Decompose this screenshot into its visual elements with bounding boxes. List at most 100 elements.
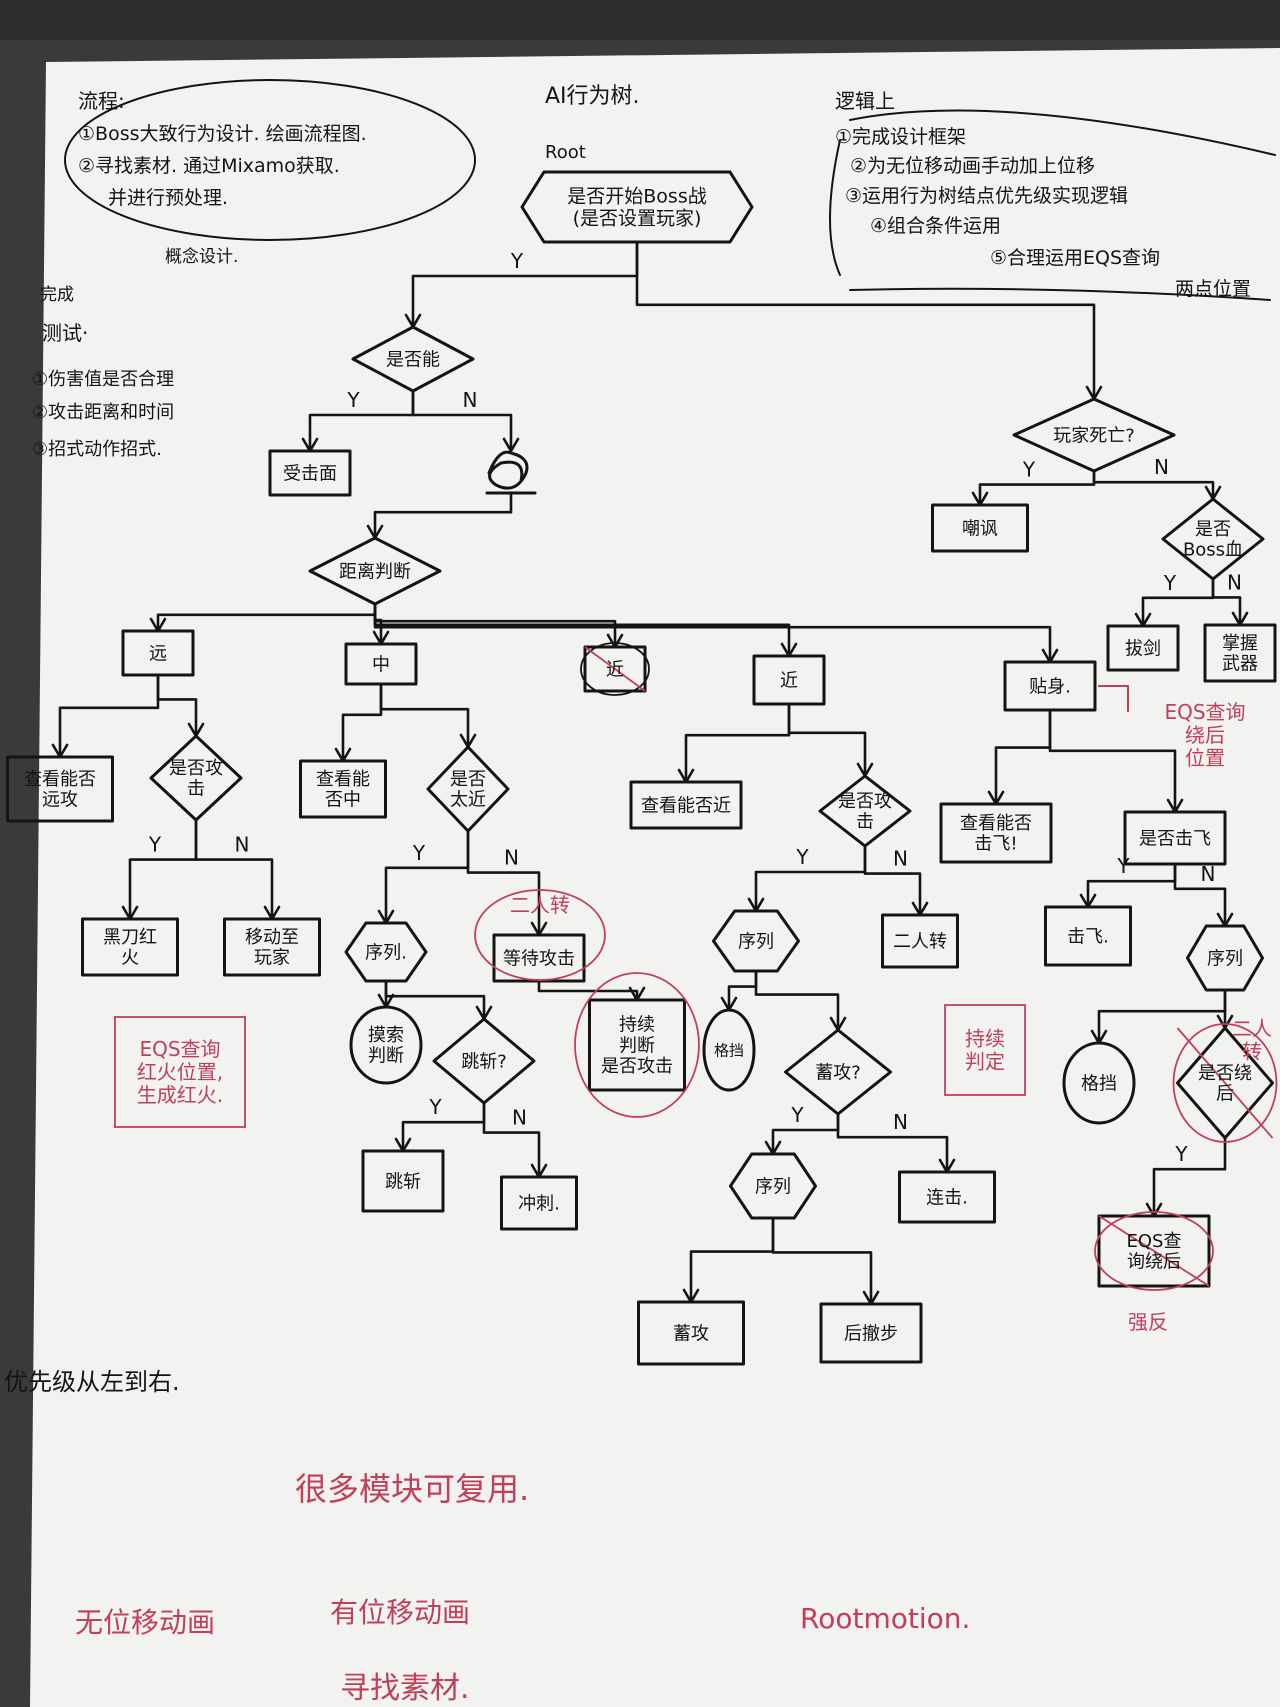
node-label: 二人 [1232, 1017, 1272, 1041]
node-dash: 冲刺. [500, 1175, 578, 1231]
node-label: EQS查询 [139, 1037, 220, 1061]
node-charge: 蓄攻? [784, 1028, 892, 1116]
scribble-mark [485, 450, 537, 495]
node-label: 等待攻击 [503, 948, 575, 969]
node-label: 掌握 [1222, 633, 1258, 654]
node-label: 嘲讽 [962, 518, 998, 539]
node-root: 是否开始Boss战(是否设置玩家) [520, 170, 754, 244]
test-item: ②攻击距离和时间 [32, 402, 174, 423]
logic-item: ①完成设计框架 [835, 126, 966, 148]
node-label: 判断 [368, 1046, 404, 1067]
box-shape [931, 503, 1029, 553]
node-label: 距离判断 [339, 561, 411, 582]
edge-label: Y [1116, 854, 1130, 878]
logic-item: ④组合条件运用 [870, 215, 1001, 237]
red-arrow [1098, 685, 1129, 712]
strike-circle [1094, 1211, 1214, 1291]
root-label: Root [545, 142, 586, 163]
node-label: 后撤步 [844, 1323, 898, 1344]
red-note-duo_note: 二人转 [474, 889, 606, 981]
box-shape [1097, 1214, 1211, 1288]
node-label: 贴身. [1029, 676, 1071, 697]
edge-label: Y [1022, 458, 1036, 482]
node-label: 近 [606, 659, 624, 680]
hex-shape [344, 921, 428, 983]
no-motion-note: 无位移动画 [75, 1606, 215, 1639]
edge-label: Y [148, 833, 162, 857]
node-nearatk: 是否攻击 [818, 774, 912, 848]
diamond-shape [351, 325, 475, 393]
node-label: EQS查 [1127, 1231, 1182, 1252]
node-jumpq: 跳斩? [432, 1017, 536, 1105]
done-note: 完成 [40, 285, 74, 305]
node-dist: 距离判断 [308, 536, 442, 606]
node-label: 查看能否 [960, 813, 1032, 834]
strike-line [1098, 1215, 1210, 1287]
node-label: 转 [1242, 1040, 1262, 1064]
circle-shape [349, 1005, 423, 1085]
box-shape [881, 913, 959, 969]
node-label: 远攻 [42, 790, 78, 811]
concept-note: 概念设计. [165, 246, 238, 267]
logic-item: ③运用行为树结点优先级实现逻辑 [845, 185, 1128, 207]
node-label: 是否攻 [169, 758, 223, 779]
node-label: 是否攻 [838, 791, 892, 812]
box-shape [121, 629, 195, 677]
edge-label: N [463, 388, 478, 412]
hex-shape [1186, 924, 1264, 992]
node-faratk: 是否攻击 [149, 734, 243, 822]
test-heading: 测试· [42, 321, 88, 345]
node-label: 绕后 [1185, 723, 1225, 747]
node-knockq: 是否击飞 [1123, 810, 1227, 866]
red-note-strong: 强反 [1128, 1310, 1168, 1334]
node-label: 拔剑 [1125, 638, 1161, 659]
notes-layer: AI行为树. Root 流程: ①Boss大致行为设计. 绘画流程图. ②寻找素… [4, 79, 1276, 1706]
node-label: 查看能否近 [641, 795, 731, 816]
node-label: 冲刺. [518, 1193, 560, 1214]
box-shape [344, 642, 418, 686]
edge-label: Y [510, 249, 524, 273]
node-label: 击 [856, 812, 874, 833]
process-circle [64, 79, 476, 241]
hex-shape [729, 1152, 817, 1220]
node-label: 黑刀红 [103, 927, 157, 948]
box-shape [1044, 905, 1132, 967]
edge-label: Y [795, 845, 809, 869]
node-label: 判定 [965, 1050, 1005, 1074]
red-box [944, 1004, 1026, 1096]
node-seq3: 序列 [729, 1152, 817, 1220]
diamond-shape [818, 774, 912, 848]
box-shape [1123, 810, 1227, 866]
edge-canhit-scrib [411, 389, 520, 453]
box-shape [588, 998, 686, 1092]
node-label: 查看能否 [24, 769, 96, 790]
rootmotion-note: Rootmotion. [800, 1602, 970, 1635]
test-item: ①伤害值是否合理 [32, 369, 174, 390]
node-label: 是否攻击 [601, 1056, 673, 1077]
node-label: 连击. [926, 1187, 968, 1208]
node-jump: 跳斩 [361, 1149, 445, 1213]
edge-label: N [893, 847, 908, 871]
logic-item: ②为无位移动画手动加上位移 [850, 155, 1095, 177]
node-label: 摸索 [368, 1025, 404, 1046]
diamond-shape [784, 1028, 892, 1116]
node-label: 否中 [325, 790, 361, 811]
nodes-layer: 是否开始Boss战(是否设置玩家)是否能受击面距离判断远中近近贴身.查看能否远攻… [6, 170, 1278, 1366]
logic-bracket [829, 109, 1276, 301]
edge-label: Y [428, 1095, 442, 1119]
process-item: 并进行预处理. [108, 187, 228, 209]
edge-label: N [1201, 862, 1216, 886]
node-label: 序列 [738, 931, 774, 952]
circle-shape [1062, 1041, 1136, 1125]
node-seq2: 序列 [712, 909, 800, 973]
node-label: 武器 [1222, 654, 1258, 675]
node-label: 序列 [755, 1176, 791, 1197]
node-label: 序列. [365, 942, 407, 963]
node-label: 是否击飞 [1139, 828, 1211, 849]
logic-item: ⑤合理运用EQS查询 [990, 247, 1160, 269]
